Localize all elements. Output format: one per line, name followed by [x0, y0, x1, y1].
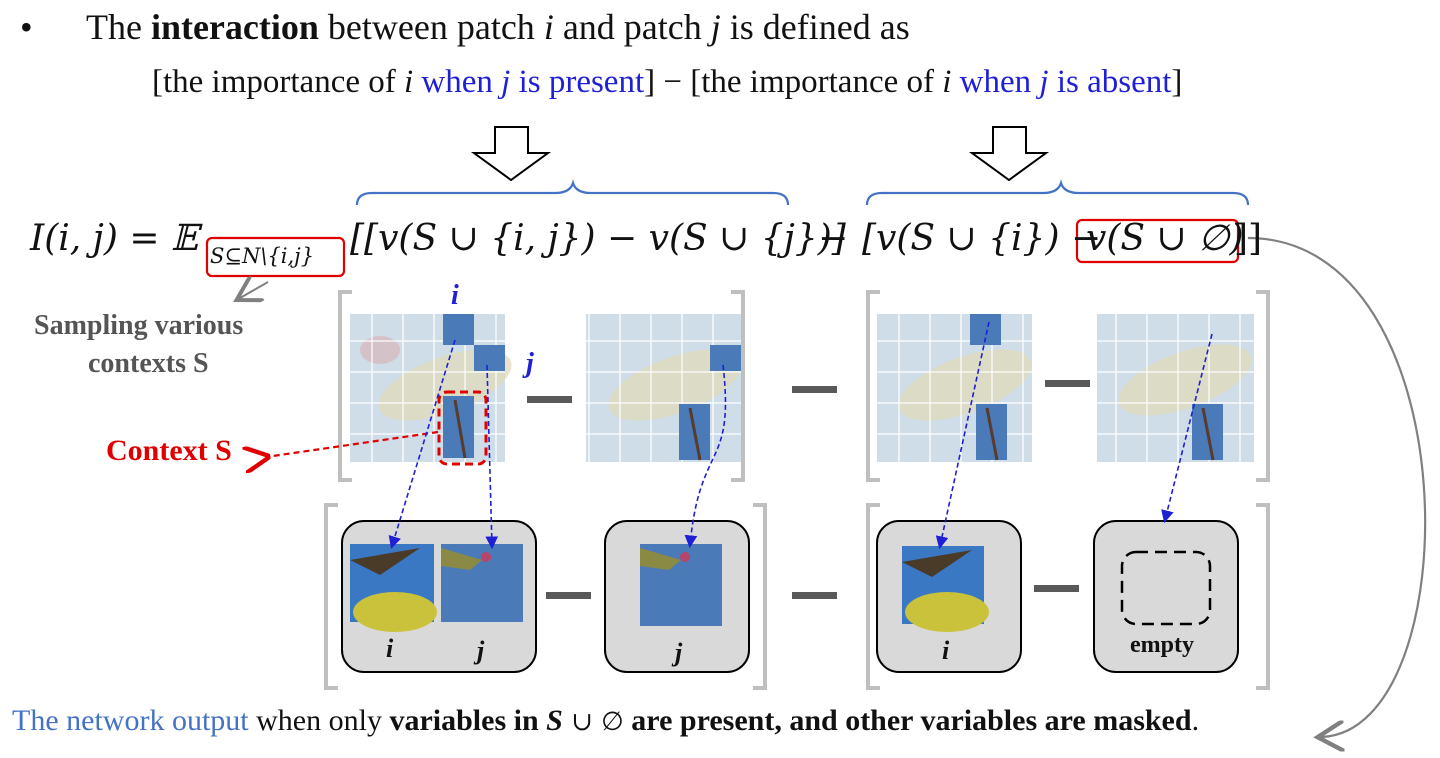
- footer-network-output: The network output: [12, 704, 249, 737]
- formula-term-1: [[v(S ∪ {i, j}) − v(S ∪ {j})]: [350, 218, 846, 259]
- def-j-1: j: [501, 64, 511, 100]
- def-absent: is absent: [1048, 64, 1172, 100]
- bird-image-3: [877, 314, 1032, 462]
- dashed-arrow-icon: [388, 339, 456, 550]
- footer-bold-S: S: [546, 704, 563, 737]
- footer-period: .: [1191, 704, 1200, 737]
- formula-lhs: I(i, j) = 𝔼: [30, 218, 199, 259]
- output-curve-arrow: [1247, 236, 1427, 737]
- formula-minus: −: [818, 218, 849, 259]
- down-arrow-icon: [470, 126, 552, 182]
- def-open-2: [the importance of: [690, 64, 943, 100]
- bird-image-1: [350, 314, 512, 462]
- formula-term-empty-set: v(S ∪ ∅): [1086, 218, 1244, 259]
- patch-image-j: [441, 544, 523, 622]
- header-bold-interaction: interaction: [150, 7, 319, 47]
- box1-label-j: j: [477, 636, 485, 665]
- minus-sign-icon: [792, 592, 837, 599]
- def-close-1: ]: [644, 64, 656, 100]
- formula-term-2: [v(S ∪ {i}) −: [862, 218, 1102, 259]
- minus-sign-icon: [546, 592, 591, 599]
- footer-union-empty: ∪ ∅: [562, 707, 624, 737]
- patch-i-label: i: [451, 280, 459, 311]
- def-i-2: i: [942, 64, 952, 100]
- bird-image-2: [586, 314, 742, 462]
- def-j-2: j: [1039, 64, 1049, 100]
- def-when-2: when: [951, 64, 1040, 100]
- def-close-2: ]: [1171, 64, 1183, 100]
- context-s-label: Context S: [106, 434, 232, 467]
- footer-bold-2: are present, and other variables are mas…: [623, 704, 1192, 737]
- footer-bold-1: variables in: [389, 704, 547, 737]
- bracket-group: [324, 290, 1270, 690]
- header-text-2: between patch: [318, 7, 544, 47]
- minus-sign-icon: [792, 386, 837, 393]
- context-s-arrow: [266, 430, 439, 457]
- dashed-arrow-icon: [935, 321, 990, 550]
- bird-image-4: [1097, 314, 1254, 462]
- bullet: •: [20, 7, 33, 47]
- empty-set-term-highlight-box: [1075, 218, 1240, 264]
- sampling-arrow: [240, 282, 269, 298]
- header-text-3: and patch: [553, 7, 711, 47]
- def-minus: −: [655, 64, 691, 100]
- box3-label-i: i: [942, 636, 950, 665]
- patch-image-i: [902, 546, 989, 632]
- subscript-highlight-box: [205, 236, 346, 278]
- header-var-i: i: [543, 7, 554, 47]
- context-s-highlight: [437, 390, 488, 466]
- curly-brace-icon: [355, 179, 790, 206]
- header-var-j: j: [710, 7, 721, 47]
- curly-brace-icon: [865, 179, 1250, 206]
- dashed-arrow-icon: [684, 364, 727, 549]
- minus-sign-icon: [1034, 585, 1079, 592]
- patch-image-i: [350, 544, 437, 632]
- box1-label-i: i: [386, 634, 394, 663]
- patch-image-j: [640, 544, 722, 626]
- header-text-4: is defined as: [720, 7, 910, 47]
- def-when-1: when: [413, 64, 502, 100]
- down-arrow-icon: [968, 126, 1050, 182]
- minus-sign-icon: [527, 396, 572, 403]
- sampling-label-line-2: contexts S: [88, 348, 209, 379]
- footer-text-1: when only: [248, 704, 390, 737]
- patch-j-label: j: [526, 348, 534, 379]
- def-present: is present: [510, 64, 645, 100]
- empty-patch-placeholder: [1120, 550, 1212, 626]
- dashed-arrow-icon: [485, 364, 499, 550]
- minus-sign-icon: [1045, 380, 1090, 387]
- formula-subscript: S⊆N\{i,j}: [210, 244, 315, 268]
- sampling-label-line-1: Sampling various: [34, 310, 244, 341]
- box2-label-j: j: [675, 638, 683, 667]
- box4-label-empty: empty: [1130, 632, 1194, 658]
- header-line: • The interaction between patch i and pa…: [20, 6, 910, 48]
- footer-line: The network output when only variables i…: [12, 704, 1199, 738]
- formula-close: ]]: [1234, 218, 1263, 259]
- definition-line: [the importance of i when j is present] …: [152, 64, 1182, 101]
- def-open-1: [the importance of: [152, 64, 404, 100]
- header-text-1: The: [85, 7, 151, 47]
- def-i-1: i: [403, 64, 414, 100]
